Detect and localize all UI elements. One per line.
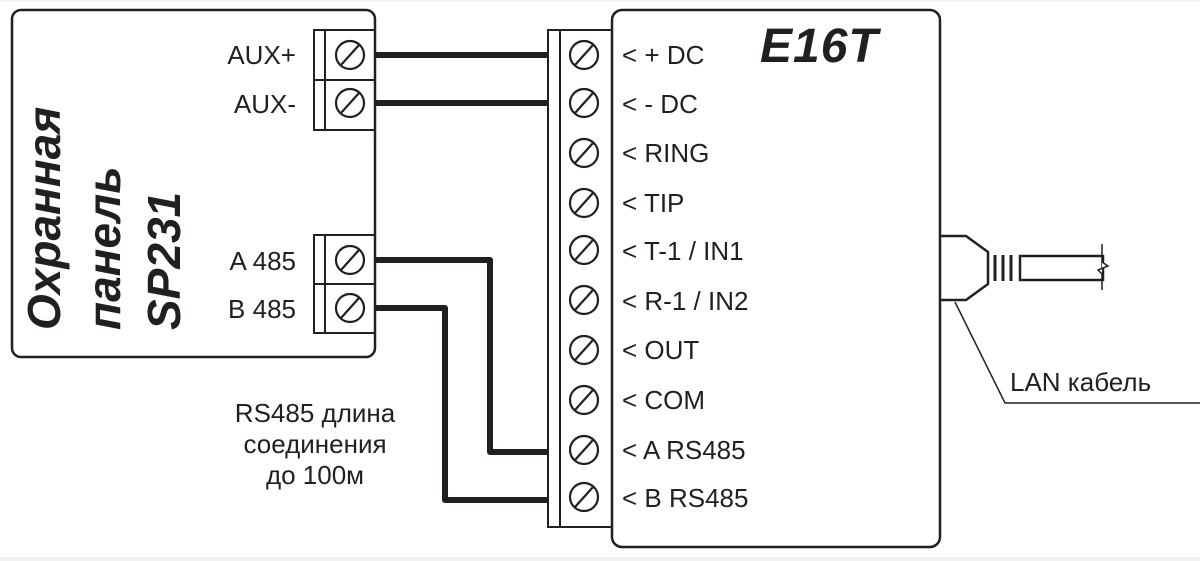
bottom-border xyxy=(0,557,1200,561)
panel-title-line: панель xyxy=(78,166,130,330)
screw-terminal-icon xyxy=(568,234,600,266)
device-terminal-label: < + DC xyxy=(622,40,705,70)
rj45-plug-icon xyxy=(940,234,1110,302)
lan-leader-line xyxy=(954,301,1200,404)
device-terminal-label: < - DC xyxy=(622,89,698,119)
screw-terminal-icon xyxy=(568,39,600,71)
screw-terminal-icon xyxy=(568,384,600,416)
device-terminal-label: < RING xyxy=(622,138,710,168)
lan-cable-label: LAN кабель xyxy=(1010,367,1152,397)
rs485-length-note: RS485 длина соединения до 100м xyxy=(200,398,430,491)
screw-terminal-icon xyxy=(334,39,366,71)
note-line: соединения xyxy=(243,429,387,459)
panel-title-line: SP231 xyxy=(138,191,190,330)
wire-b485 xyxy=(375,305,548,503)
panel-terminal-label: A 485 xyxy=(229,246,296,276)
device-terminal-label: < A RS485 xyxy=(622,435,746,465)
screw-terminal-icon xyxy=(568,434,600,466)
device-terminal-label: < R-1 / IN2 xyxy=(622,286,749,316)
panel-terminal-label: B 485 xyxy=(228,294,296,324)
panel-terminal-label: AUX- xyxy=(233,89,296,119)
device-terminal-label: < TIP xyxy=(622,188,685,218)
screw-terminal-icon xyxy=(568,481,600,513)
screw-terminal-icon xyxy=(568,284,600,316)
screw-terminal-icon xyxy=(568,187,600,219)
device-terminal-strip xyxy=(547,29,613,528)
screw-terminal-icon xyxy=(334,244,366,276)
screw-terminal-icon xyxy=(568,87,600,119)
panel-terminal-block-485 xyxy=(313,234,376,334)
panel-terminal-label: AUX+ xyxy=(227,40,296,70)
note-line: до 100м xyxy=(265,460,365,490)
panel-terminal-block-aux xyxy=(313,29,376,131)
top-border xyxy=(0,0,1200,2)
screw-terminal-icon xyxy=(334,292,366,324)
device-title: E16T xyxy=(760,20,879,73)
note-line: RS485 длина xyxy=(234,398,396,428)
screw-terminal-icon xyxy=(568,334,600,366)
panel-title-line: Охранная xyxy=(18,106,70,330)
security-panel-box xyxy=(10,8,377,359)
security-panel-title: Охранная панель SP231 xyxy=(14,107,194,330)
device-terminal-label: < B RS485 xyxy=(622,483,749,513)
screw-terminal-icon xyxy=(568,137,600,169)
device-terminal-label: < T-1 / IN1 xyxy=(622,236,744,266)
screw-terminal-icon xyxy=(334,87,366,119)
device-terminal-label: < COM xyxy=(622,385,706,415)
device-terminal-label: < OUT xyxy=(622,335,700,365)
wire-a485 xyxy=(375,257,548,455)
